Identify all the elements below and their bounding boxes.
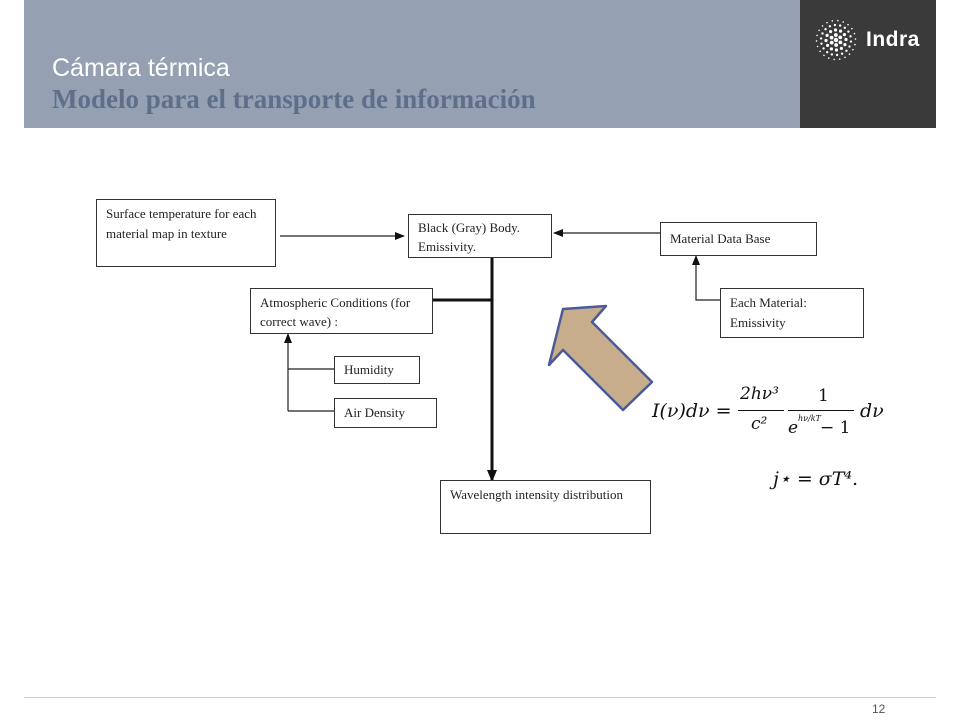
logo-dot [821, 32, 824, 35]
logo-dot [843, 26, 846, 30]
logo-dot [820, 42, 823, 45]
logo-dot [851, 27, 853, 30]
logo-dot [847, 30, 850, 33]
page-subtitle: Modelo para el transporte de información [52, 84, 536, 114]
logo-dot [819, 50, 821, 53]
planck-minus-one: − 1 [820, 418, 851, 438]
logo-dot [831, 20, 834, 22]
node-material-database: Material Data Base [660, 222, 817, 256]
planck-fraction-bar-1 [738, 410, 784, 411]
logo-dot [815, 40, 818, 42]
logo-dot [837, 19, 839, 22]
logo-dot [824, 28, 827, 31]
planck-exponent: hν/kT [798, 414, 821, 423]
logo-dot [826, 50, 829, 54]
node-each-material: Each Material: Emissivity [720, 288, 864, 338]
logo-dot [824, 38, 828, 43]
logo-dot [825, 43, 830, 47]
logo-dot [826, 21, 828, 24]
node-humidity: Humidity [334, 356, 420, 384]
logo-dot [833, 28, 838, 32]
logo-dot [840, 52, 844, 55]
logo-dot [842, 33, 847, 37]
planck-lhs: I(ν)dν = [652, 400, 732, 422]
node-surface-temperature: Surface temperature for each material ma… [96, 199, 276, 267]
planck-dnu: dν [860, 400, 884, 422]
logo-dot [834, 48, 839, 52]
planck-exp-base: e [788, 418, 799, 438]
connector-eachmaterial-to-materialdb [692, 255, 720, 301]
up-left-arrow-icon [547, 304, 654, 412]
logo-dot [844, 37, 848, 42]
planck-denominator: c² [751, 414, 768, 434]
indra-logo-icon [815, 19, 857, 61]
logo-dot [819, 37, 823, 40]
logo-dot [829, 40, 834, 45]
logo-dot [852, 48, 854, 51]
stefan-boltzmann-formula: j⋆ = σT⁴. [773, 468, 859, 490]
logo-dot [843, 42, 847, 47]
logo-dot [834, 43, 839, 47]
logo-dot [838, 58, 841, 60]
logo-dot [849, 35, 852, 38]
node-air-density: Air Density [334, 398, 437, 428]
logo-band [800, 0, 936, 128]
logo-dot [838, 29, 843, 33]
node-atmospheric-conditions: Atmospheric Conditions (for correct wave… [250, 288, 433, 334]
page-number: 12 [872, 702, 886, 716]
logo-dot [842, 21, 845, 23]
logo-dot [838, 35, 843, 40]
planck-one: 1 [818, 386, 829, 406]
node-wavelength-distribution: Wavelength intensity distribution [440, 480, 651, 534]
logo-dot [845, 49, 848, 52]
logo-dot [835, 53, 839, 57]
logo-dot [839, 46, 843, 51]
logo-dot [833, 37, 839, 43]
logo-dot [830, 53, 834, 56]
connector-humidity-to-atmospheric [284, 333, 334, 370]
logo-dot [853, 32, 856, 35]
header-band [24, 0, 800, 128]
logo-dot [838, 24, 842, 27]
planck-fraction-bar-2 [788, 410, 854, 411]
logo-dot [833, 58, 835, 61]
logo-dot [829, 35, 834, 40]
logo-text: Indra [866, 28, 920, 51]
logo-dot [848, 53, 851, 55]
logo-dot [816, 45, 819, 48]
logo-dot [821, 25, 824, 27]
logo-dot [833, 33, 838, 37]
logo-dot [829, 47, 834, 51]
logo-dot [822, 47, 825, 50]
planck-numerator: 2hν³ [740, 384, 779, 404]
logo-dot [827, 57, 830, 59]
logo-dot [829, 29, 833, 34]
logo-dot [838, 40, 843, 45]
logo-dot [818, 29, 820, 32]
footer-divider [24, 697, 936, 698]
logo-dot [844, 56, 846, 59]
page-title: Cámara térmica [52, 54, 230, 82]
logo-dot [825, 33, 829, 38]
logo-dot [828, 25, 832, 28]
logo-dot [854, 38, 857, 40]
logo-dot [816, 34, 818, 37]
node-black-body: Black (Gray) Body. Emissivity. [408, 214, 552, 258]
planck-formula: I(ν)dν = 2hν³ c² 1 e hν/kT − 1 dν [652, 382, 892, 444]
logo-dot [823, 54, 825, 57]
logo-dot [849, 40, 853, 43]
logo-dot [847, 23, 849, 26]
logo-dot [854, 43, 856, 46]
logo-dot [848, 45, 851, 48]
logo-dot [833, 23, 837, 27]
